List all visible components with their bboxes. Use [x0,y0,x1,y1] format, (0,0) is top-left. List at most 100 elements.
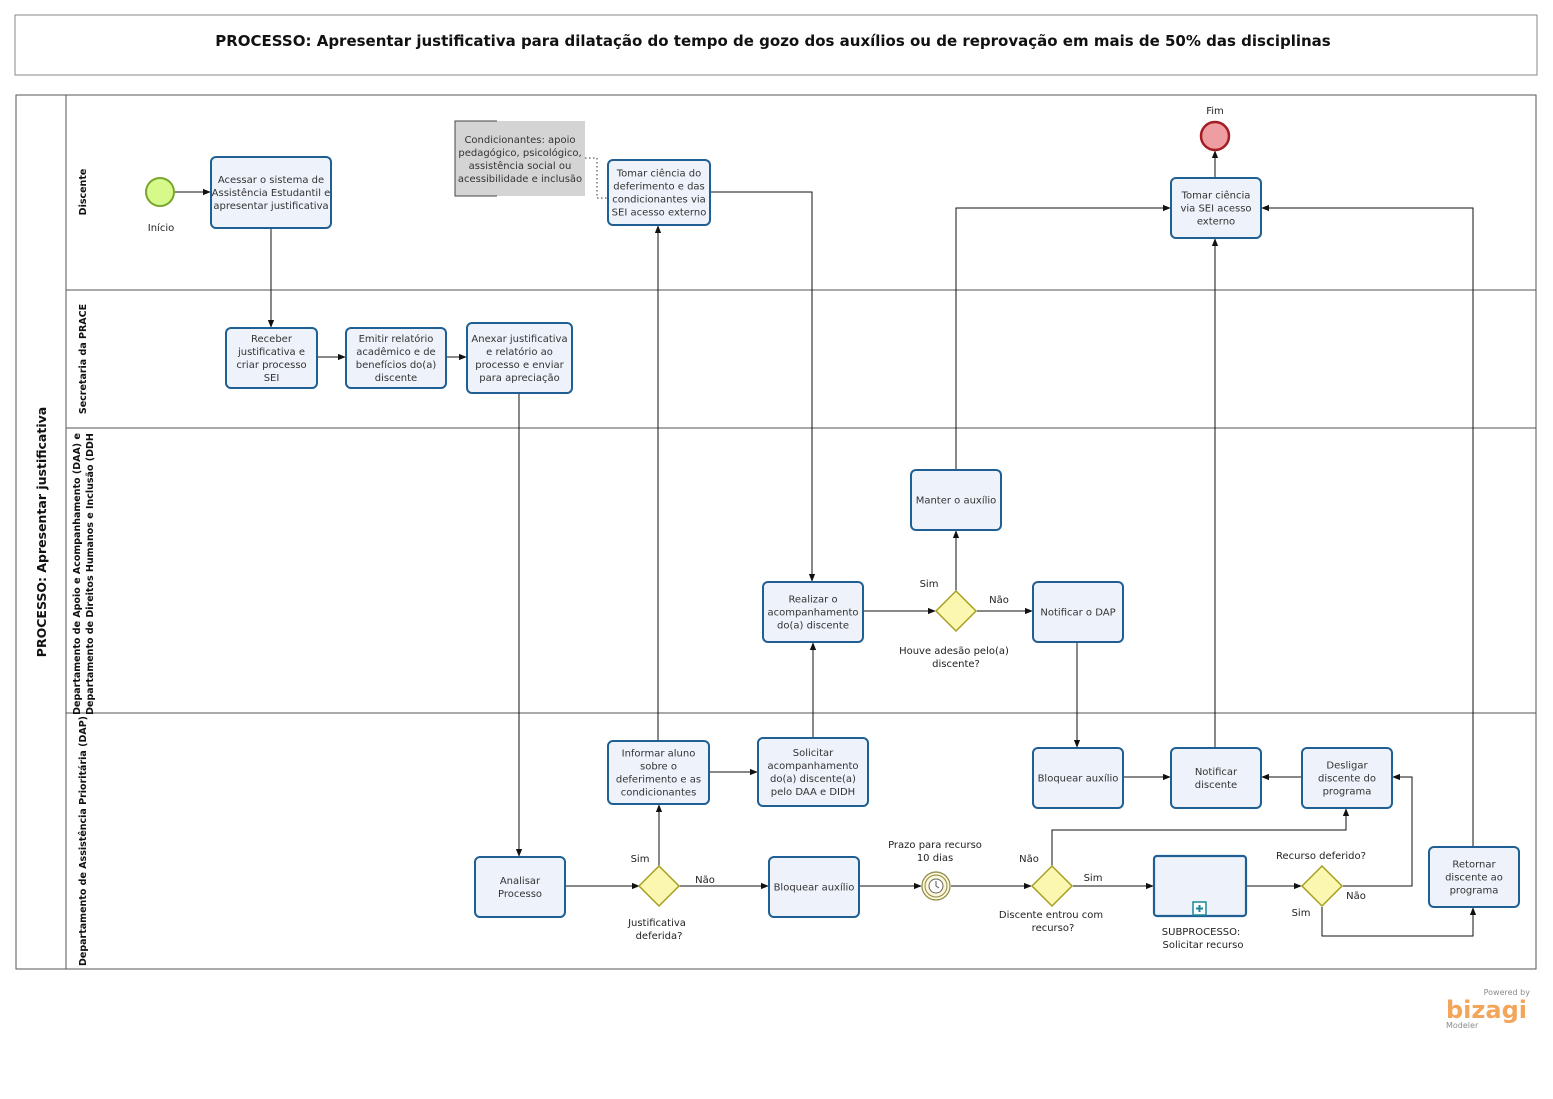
timer-label-line1: Prazo para recurso [888,840,982,851]
gateway-adesao-label-line2: discente? [932,659,980,670]
task-label-line: Solicitar [793,748,834,759]
gateway-deferido[interactable] [1300,864,1344,908]
start-event-label: Início [148,222,174,234]
task-label-line: discente do [1318,774,1376,785]
lane-dap: Departamento de Assistência Prioritária … [78,716,89,966]
gateway-adesao-label-line1: Houve adesão pelo(a) [899,646,1009,657]
brand-name: bizagi [1446,996,1527,1024]
task-realizar[interactable]: Realizar o acompanhamento do(a) discente [762,581,864,643]
lane-daa-line2: Departamento de Direitos Humanos e Inclu… [85,433,96,715]
gateway-recurso[interactable] [1030,864,1074,908]
task-label-line: do(a) discente(a) [770,774,856,785]
bizagi-logo: Powered by bizagi Modeler [1446,988,1530,1030]
task-label-line: deferimento e as [616,775,701,786]
gateway-deferida-label-line2: deferida? [636,931,683,942]
annotation-line: Condicionantes: apoio [464,135,575,146]
task-label-line: acompanhamento [767,608,858,619]
task-label-line: e relatório ao [486,346,553,358]
task-label-line: Retornar [1452,860,1496,871]
task-solicitar[interactable]: Solicitar acompanhamento do(a) discente(a)… [757,737,869,807]
lane-secretaria: Secretaria da PRACE [78,304,89,414]
task-label-line: externo [1197,217,1235,228]
task-label-line: programa [1450,886,1499,897]
task-desligar[interactable]: Desligar discente do programa [1301,747,1393,809]
flow-label-nao-deferida: Não [695,875,715,886]
task-label-line: SEI acesso externo [612,208,707,219]
task-label-line: Tomar ciência do [616,168,702,180]
task-label-line: apresentar justificativa [213,201,328,212]
task-label-line: discente [375,373,417,384]
subprocess-solicitar-recurso[interactable] [1152,854,1248,918]
start-event[interactable] [145,177,175,207]
task-label-line: benefícios do(a) [356,359,437,371]
task-label-line: Desligar [1326,761,1368,772]
task-notificar-dap[interactable]: Notificar o DAP [1032,581,1124,643]
task-label-line: Receber [251,334,293,345]
task-label-line: Notificar [1195,767,1238,778]
timer-event[interactable] [921,871,951,901]
task-label-line: programa [1323,787,1372,798]
task-label-line: SEI [264,373,280,384]
task-label-line: discente ao [1445,873,1503,884]
flow-label-nao-recurso: Não [1019,854,1039,865]
pool-label: PROCESSO: Apresentar justificativa [34,407,49,657]
task-bloquear1[interactable]: Bloquear auxílio [1032,747,1124,809]
task-label-line: do(a) discente [777,621,849,632]
end-event-label: Fim [1206,106,1224,117]
task-notificar-discente[interactable]: Notificar discente [1170,747,1262,809]
pool [15,94,1537,970]
task-label-line: Manter o auxílio [916,495,997,507]
annotation-line: acessibilidade e inclusão [458,174,582,185]
task-label-line: Bloquear auxílio [774,882,855,894]
flow-label-nao-deferido: Não [1346,891,1366,902]
diagram-title: PROCESSO: Apresentar justificativa para … [215,32,1331,50]
task-bloquear2[interactable]: Bloquear auxílio [768,856,860,918]
flow-label-sim-recurso: Sim [1084,873,1103,884]
task-label-line: condicionantes [621,788,697,799]
gateway-recurso-label-line2: recurso? [1032,923,1075,934]
end-event[interactable] [1199,120,1231,152]
task-label-line: Analisar [500,876,541,887]
task-label-line: Emitir relatório [359,333,434,345]
task-retornar[interactable]: Retornar discente ao programa [1428,846,1520,908]
gateway-recurso-label-line1: Discente entrou com [999,910,1103,921]
brand-product: Modeler [1446,1021,1479,1030]
flow-label-sim-deferida: Sim [631,854,650,865]
connectors [175,150,1477,937]
task-label-line: Tomar ciência [1181,190,1251,202]
task-label-line: Notificar o DAP [1040,608,1115,619]
task-label-line: discente [1195,780,1237,791]
task-label-line: Acessar o sistema de [218,175,324,186]
task-label-line: condicionantes via [612,195,706,206]
powered-by-text: Powered by [1484,988,1531,997]
task-label-line: deferimento e das [613,182,705,193]
lane-daa-line1: Departamento de Apoio e Acompanhamento (… [72,433,83,715]
task-label-line: justificativa e [237,347,305,358]
flow-label-nao-adesao: Não [989,595,1009,606]
gateway-deferida[interactable] [637,864,681,908]
task-label-line: Informar aluno [622,749,696,760]
task-label-line: Realizar o [788,595,837,606]
task-label-line: pelo DAA e DIDH [771,787,855,798]
annotation-box [455,121,585,196]
annotation-line: assistência social ou [469,160,572,172]
task-informar[interactable]: Informar aluno sobre o deferimento e as con… [607,740,710,805]
gateway-adesao[interactable] [934,589,978,633]
task-label-line: acompanhamento [767,761,858,772]
subprocess-label-line1: SUBPROCESSO: [1162,927,1240,938]
timer-label-line2: 10 dias [917,853,953,864]
task-manter[interactable]: Manter o auxílio [910,469,1002,531]
task-label-line: acadêmico e de [356,346,435,358]
lane-discente: Discente [78,169,89,216]
task-tomar1[interactable]: Tomar ciência do deferimento e das condici… [607,159,711,226]
flow-label-sim-deferido: Sim [1292,908,1311,919]
task-label-line: sobre o [640,762,677,773]
